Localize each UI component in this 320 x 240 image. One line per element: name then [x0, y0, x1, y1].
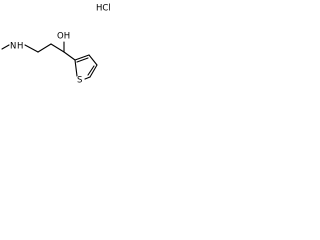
bond-ch2-ch2 — [37, 43, 52, 53]
bond-n-ch2 — [24, 44, 39, 53]
bond-methyl-n — [1, 44, 10, 50]
amine-hydrogen-label: H — [17, 42, 23, 52]
bond-ring-c4-c5 — [89, 64, 98, 78]
bond-ring-double-2 — [87, 65, 95, 76]
bond-ring-c3-c4 — [88, 54, 98, 66]
bond-c-thiophene — [63, 51, 76, 61]
bond-ring-double-1 — [76, 57, 89, 63]
amine-nitrogen-label: N — [10, 42, 16, 52]
bond-ring-s-c2 — [74, 59, 78, 77]
structure-diagram: N H OH S HCl — [1, 4, 111, 86]
hydroxyl-label: OH — [57, 32, 70, 42]
bond-ch2-choh — [50, 43, 65, 53]
hcl-salt-label: HCl — [96, 4, 111, 14]
bond-ring-c2-c3 — [74, 54, 90, 61]
bond-ring-c5-s — [84, 76, 91, 80]
sulfur-label: S — [77, 76, 82, 86]
